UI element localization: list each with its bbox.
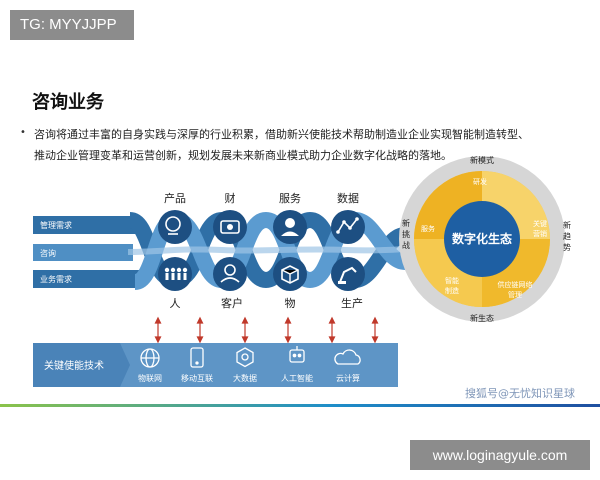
hexagon-icon <box>236 347 254 368</box>
top-label-product: 产品 <box>164 191 186 205</box>
double-arrows <box>154 316 379 344</box>
description: 咨询将通过丰富的自身实践与深厚的行业积累，借助新兴使能技术帮助制造业企业实现智能… <box>34 124 574 166</box>
top-node-finance <box>213 210 247 244</box>
wave-ribbon-c <box>127 246 406 255</box>
cloud-icon <box>334 349 361 365</box>
bottom-node-people <box>158 257 192 291</box>
outer-label-top: 新模式 <box>470 155 494 165</box>
inner-label-manufacturing-1: 智能 <box>445 276 459 285</box>
band-label-consulting: 咨询 <box>40 248 56 258</box>
top-node-data <box>331 210 365 244</box>
outer-label-left-3: 战 <box>402 240 410 250</box>
page-title: 咨询业务 <box>32 92 104 113</box>
tg-label-top: TG: MYYJJPP <box>10 10 134 40</box>
enabler-label-arrow <box>33 343 130 387</box>
inner-label-service: 服务 <box>421 224 435 233</box>
bottom-gradient-bar <box>0 404 600 407</box>
enabler-label-mobile: 移动互联 <box>181 373 213 383</box>
outer-label-bottom: 新生态 <box>470 313 494 323</box>
bottom-node-customer <box>213 257 247 291</box>
band-business <box>33 270 143 288</box>
band-label-management: 管理需求 <box>40 220 72 230</box>
enabler-label-iot: 物联网 <box>138 373 162 383</box>
outer-label-right-2: 趋 <box>563 231 571 241</box>
sohu-watermark: 搜狐号@无忧知识星球 <box>465 387 575 400</box>
description-line-1: 咨询将通过丰富的自身实践与深厚的行业积累，借助新兴使能技术帮助制造业企业实现智能… <box>34 128 529 141</box>
mobile-icon <box>190 347 204 368</box>
top-label-service: 服务 <box>279 192 301 205</box>
outer-label-left-1: 新 <box>402 218 410 228</box>
band-label-business: 业务需求 <box>40 274 72 284</box>
ecosystem-center-label: 数字化生态 <box>452 231 512 246</box>
inner-label-manufacturing-2: 制造 <box>445 286 459 295</box>
description-line-2: 推动企业管理变革和运营创新，规划发展未来新商业模式助力企业数字化战略的落地。 <box>34 149 452 162</box>
top-node-service <box>273 210 307 244</box>
top-label-data: 数据 <box>337 191 359 205</box>
top-label-finance: 财 <box>225 191 236 205</box>
bottom-node-thing <box>273 257 307 291</box>
inner-label-rnd: 研发 <box>473 177 487 186</box>
enabler-label-ai: 人工智能 <box>281 373 313 383</box>
inner-label-supply-1: 供应链网络 <box>498 280 533 289</box>
outer-label-left-2: 挑 <box>402 229 410 239</box>
top-node-product <box>158 210 192 244</box>
enabler-label: 关键使能技术 <box>44 359 104 372</box>
bullet-dot: • <box>20 127 26 138</box>
bottom-node-production <box>331 257 365 291</box>
outer-label-right-3: 势 <box>563 242 571 252</box>
bottom-label-thing: 物 <box>285 296 296 310</box>
website-label-bottom: www.loginagyule.com <box>410 440 590 470</box>
ecosystem-circle <box>399 156 565 322</box>
bottom-label-people: 人 <box>170 297 181 310</box>
inner-label-marketing-1: 关键 <box>533 219 547 228</box>
band-consulting <box>33 244 133 261</box>
band-management <box>33 216 138 234</box>
inner-label-supply-2: 管理 <box>508 290 522 299</box>
bottom-label-production: 生产 <box>341 296 363 310</box>
robot-icon <box>289 346 305 363</box>
inner-label-marketing-2: 营销 <box>533 229 547 238</box>
enabler-label-bigdata: 大数据 <box>233 373 257 383</box>
bottom-label-customer: 客户 <box>221 296 243 310</box>
enabler-label-cloud: 云计算 <box>336 373 360 383</box>
outer-label-right-1: 新 <box>563 220 571 230</box>
globe-icon <box>140 348 160 368</box>
